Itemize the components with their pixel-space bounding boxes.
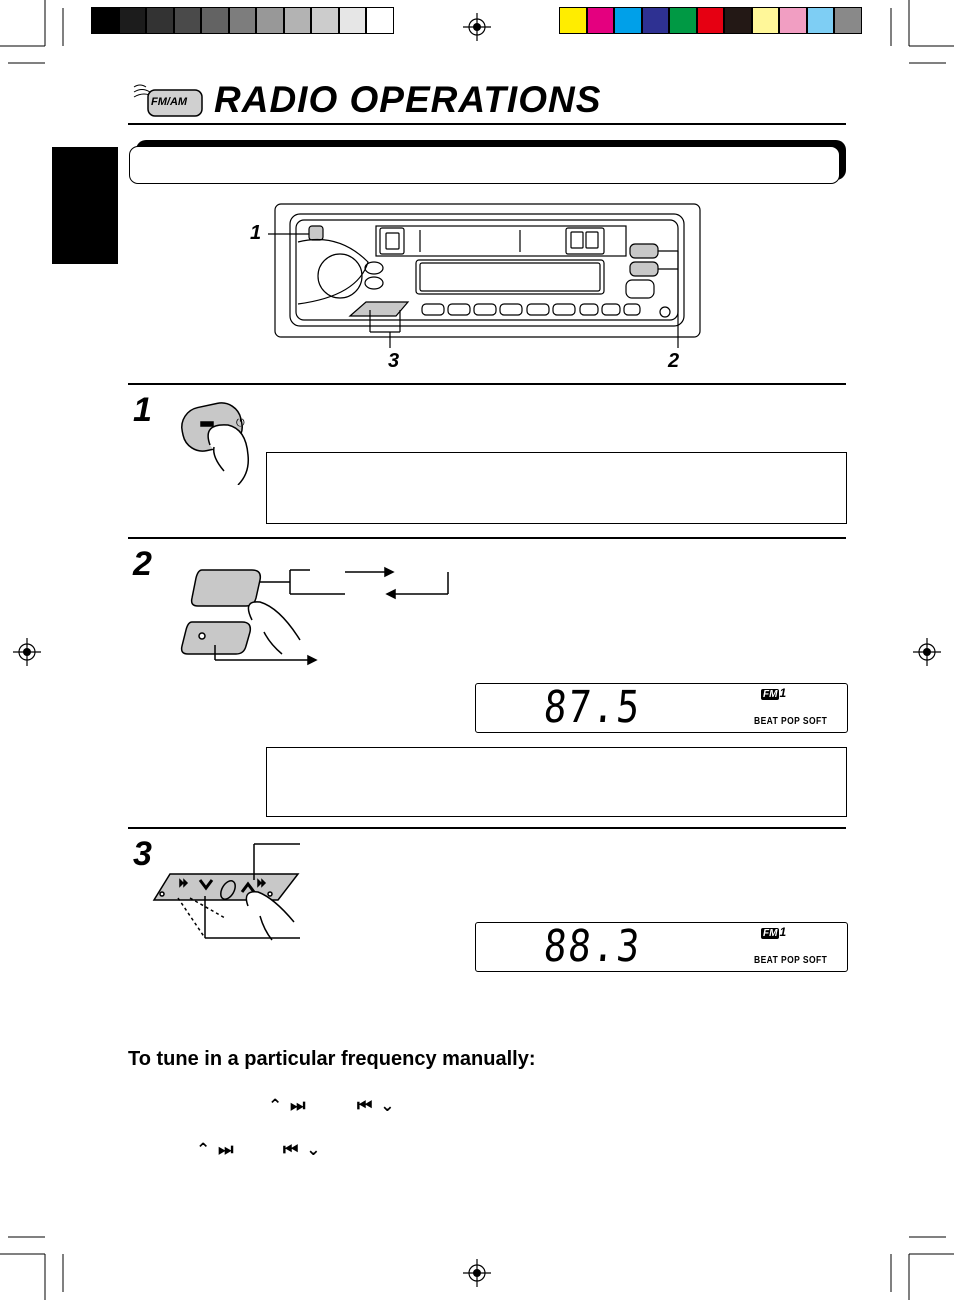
color-swatch [696, 7, 724, 34]
color-swatch [751, 7, 779, 34]
gray-swatch [228, 7, 256, 34]
step-3-rule [128, 827, 846, 829]
color-swatch [834, 7, 862, 34]
step-2-note-box [266, 747, 847, 817]
gray-swatch [91, 7, 119, 34]
step-2-rule [128, 537, 846, 539]
step-2-number: 2 [133, 545, 152, 583]
color-swatch [779, 7, 807, 34]
manual-tuning-up-button-symbol-2: ⌃ ⏭ [196, 1140, 235, 1160]
manual-tuning-up-button-symbol-1: ⌃ ⏭ [268, 1096, 307, 1116]
gray-swatch [173, 7, 201, 34]
step-2-frequency: 87.5 [541, 682, 644, 733]
gray-swatch [118, 7, 146, 34]
step-3-number: 3 [133, 835, 152, 873]
gray-swatch [366, 7, 394, 34]
fm-am-icon: FM/AM [131, 82, 205, 122]
color-swatch [724, 7, 752, 34]
step-3-band-tag: FM [761, 928, 780, 939]
step-3-tuning-button-illustration [152, 843, 300, 941]
page-title: RADIO OPERATIONS [214, 79, 602, 120]
callout-2: 2 [668, 350, 680, 372]
step-1-finger-illustration [181, 402, 250, 485]
power-symbol: ⏻ [236, 416, 245, 429]
gray-swatch [311, 7, 339, 34]
step-2-band-number: 1 [779, 686, 787, 700]
callout-3: 3 [388, 350, 400, 372]
step-1-note-box [266, 452, 847, 524]
color-swatch [641, 7, 669, 34]
language-tab [52, 147, 118, 264]
gray-swatch [201, 7, 229, 34]
gray-swatch [256, 7, 284, 34]
color-swatch [559, 7, 587, 34]
color-swatch [669, 7, 697, 34]
gray-swatch [146, 7, 174, 34]
title-rule [128, 123, 846, 125]
fm-am-icon-label: FM/AM [151, 96, 188, 108]
step-1-rule [128, 383, 846, 385]
section-bar [129, 146, 840, 184]
step-2-band-tag: FM [761, 689, 780, 700]
step-2-sound-modes: BEAT POP SOFT [754, 716, 828, 727]
manual-tuning-down-button-symbol-1: ⏮ ⌄ [357, 1096, 396, 1116]
step-3-sound-modes: BEAT POP SOFT [754, 955, 828, 966]
color-swatch [614, 7, 642, 34]
color-swatch [586, 7, 614, 34]
manual-tuning-heading: To tune in a particular frequency manual… [128, 1048, 536, 1070]
step-3-band-number: 1 [779, 925, 787, 939]
step-1-number: 1 [133, 391, 152, 429]
step-3-frequency: 88.3 [541, 921, 644, 972]
color-swatch [806, 7, 834, 34]
callout-1: 1 [250, 222, 262, 244]
gray-swatch [283, 7, 311, 34]
manual-tuning-down-button-symbol-2: ⏮ ⌄ [283, 1140, 322, 1160]
gray-swatch [338, 7, 366, 34]
step-2-button-illustration [180, 566, 449, 666]
faceplate-diagram [268, 203, 701, 348]
